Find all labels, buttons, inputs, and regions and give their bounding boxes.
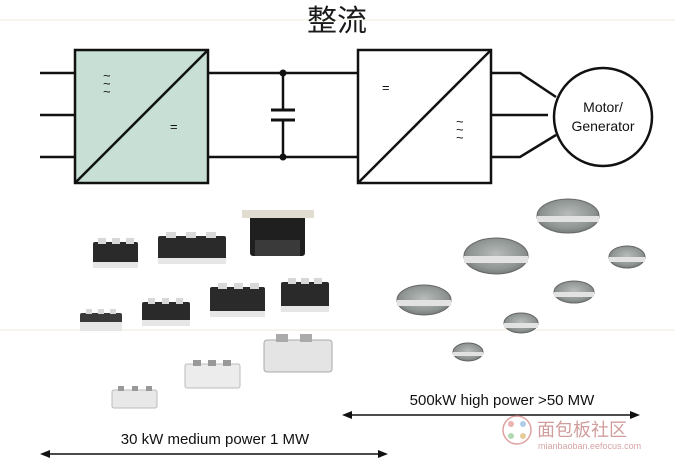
press-pack-devices <box>396 198 646 362</box>
rectifier-ac-symbol-3: ~ <box>103 84 111 99</box>
module-photo <box>263 334 333 373</box>
page-title: 整流 <box>307 4 367 39</box>
inverter-block: = ~ ~ ~ <box>356 48 493 185</box>
watermark: 面包板社区 mianbaoban.eefocus.com <box>502 415 641 451</box>
watermark-logo-icon <box>502 415 532 445</box>
press-pack-disc <box>452 342 484 362</box>
module-photo <box>80 309 122 331</box>
igbt-modules <box>80 210 333 409</box>
module-photo <box>93 238 138 268</box>
motor-label-line2: Generator <box>571 118 634 134</box>
module-photo <box>281 278 329 312</box>
inverter-dc-symbol: = <box>382 80 390 95</box>
motor-generator: Motor/ Generator <box>552 66 654 168</box>
module-photo <box>210 283 265 317</box>
watermark-text: 面包板社区 <box>537 420 627 441</box>
motor-label-line1: Motor/ <box>583 99 623 115</box>
inverter-ac-symbol-3: ~ <box>456 130 464 145</box>
module-photo <box>184 360 241 389</box>
rectifier-ac-symbol-1: ~ <box>103 68 111 83</box>
press-pack-disc <box>608 245 646 269</box>
watermark-url: mianbaoban.eefocus.com <box>538 441 641 451</box>
rectifier-block: ~ ~ ~ = <box>73 48 210 185</box>
rectifier-dc-symbol: = <box>170 119 178 134</box>
press-pack-disc <box>463 237 529 275</box>
high-power-label: 500kW high power >50 MW <box>410 392 596 409</box>
ac-input-lines <box>40 71 75 159</box>
rectifier-ac-symbol-2: ~ <box>103 76 111 91</box>
press-pack-disc <box>553 280 595 304</box>
medium-power-range <box>40 450 388 458</box>
medium-power-label: 30 kW medium power 1 MW <box>121 431 310 448</box>
dc-link-capacitor <box>271 69 295 161</box>
module-photo <box>111 386 158 409</box>
module-photo <box>242 210 314 256</box>
module-photo <box>158 232 226 264</box>
dc-link <box>208 71 358 159</box>
press-pack-disc <box>503 312 539 334</box>
inverter-ac-symbol-1: ~ <box>456 114 464 129</box>
press-pack-disc <box>396 284 452 316</box>
inverter-ac-symbol-2: ~ <box>456 122 464 137</box>
press-pack-disc <box>536 198 600 234</box>
module-photo <box>142 298 190 326</box>
ac-output-lines <box>491 71 557 159</box>
high-power-range <box>342 411 640 419</box>
